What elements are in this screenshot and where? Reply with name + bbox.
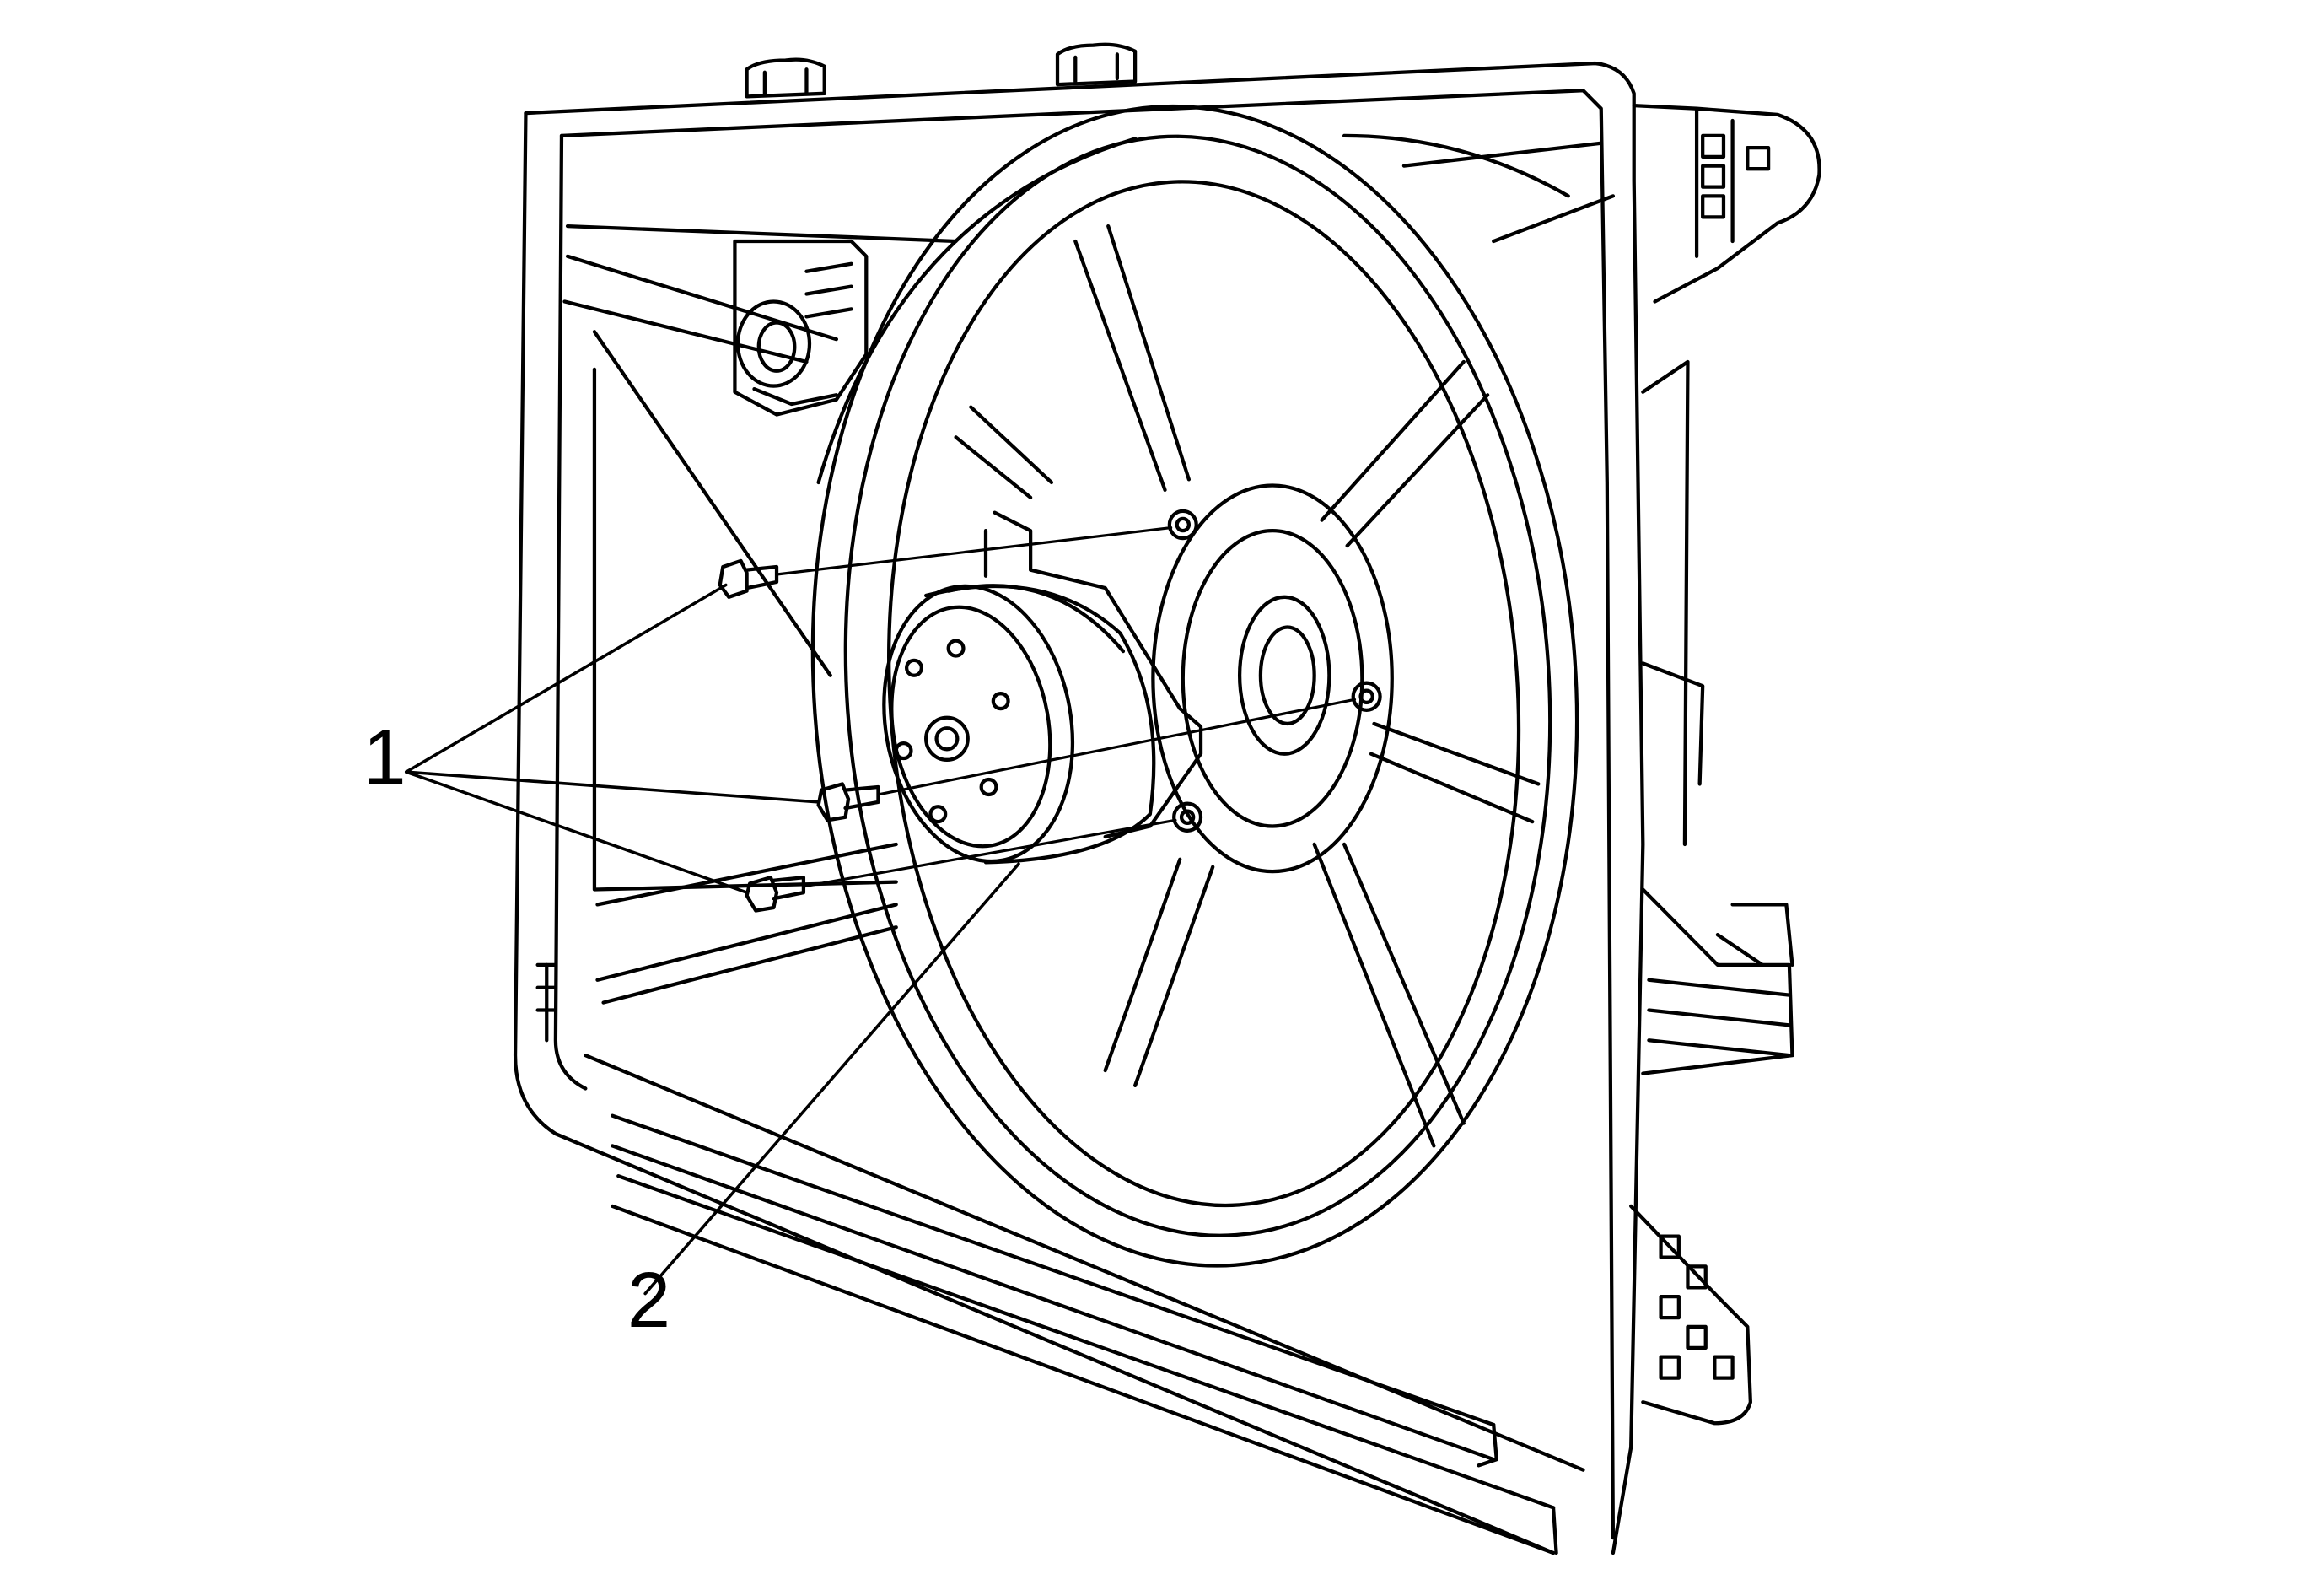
electrical-connector	[733, 239, 869, 417]
callout-leaders	[404, 583, 1020, 1296]
callout-2: 2	[627, 1255, 670, 1343]
fan-motor	[882, 510, 1203, 865]
bolts	[718, 526, 1357, 913]
spokes	[954, 224, 1541, 1148]
shroud-frame	[513, 42, 1821, 1555]
callout-1: 1	[363, 713, 406, 800]
shroud-ring	[810, 104, 1616, 1268]
bottom-rail	[584, 1054, 1585, 1555]
hub	[1151, 483, 1394, 874]
